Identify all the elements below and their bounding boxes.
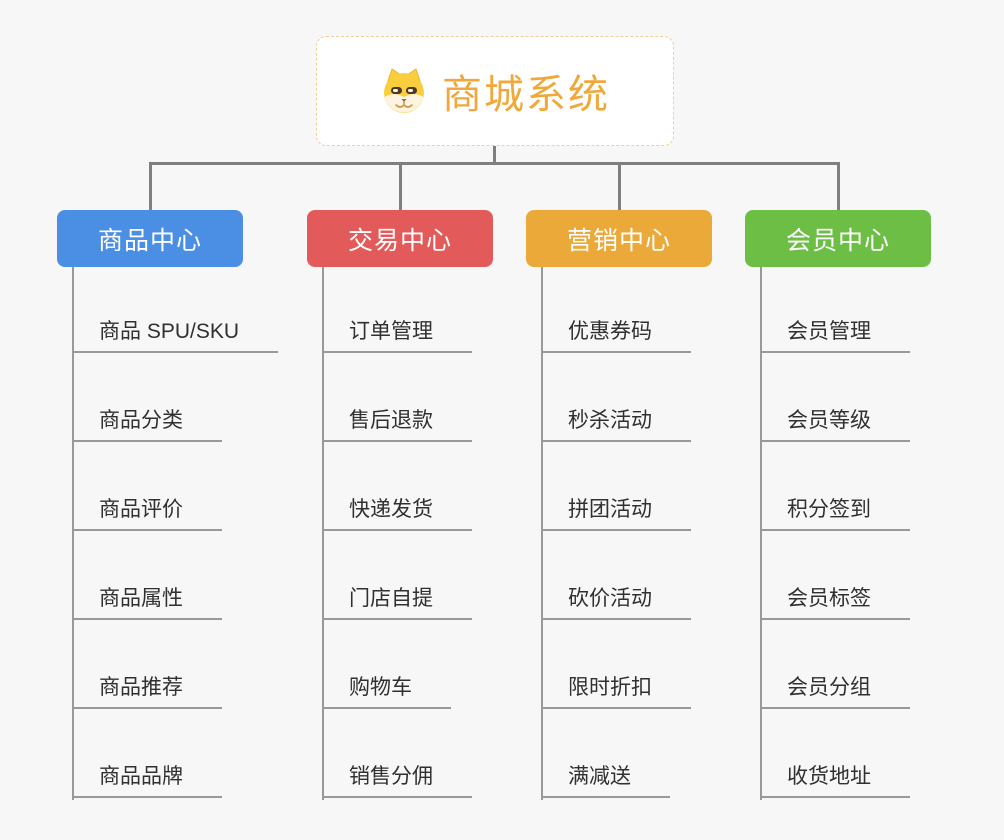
child-node[interactable]: 销售分佣 bbox=[322, 709, 472, 798]
child-node[interactable]: 收货地址 bbox=[760, 709, 910, 798]
child-node[interactable]: 售后退款 bbox=[322, 353, 472, 442]
child-node-label: 购物车 bbox=[322, 671, 451, 709]
branch: 交易中心 订单管理 售后退款 快递发货 门店自提 购物车 销售分佣 bbox=[307, 210, 567, 810]
child-node-label: 快递发货 bbox=[322, 493, 472, 531]
tree-horizontal-line bbox=[149, 162, 840, 165]
child-node-label: 优惠券码 bbox=[541, 315, 691, 353]
child-node[interactable]: 会员标签 bbox=[760, 531, 910, 620]
root-title: 商城系统 bbox=[442, 73, 610, 117]
branch-label: 商品中心 bbox=[97, 226, 202, 255]
child-node[interactable]: 积分签到 bbox=[760, 442, 910, 531]
child-node-label: 满减送 bbox=[541, 760, 670, 798]
child-node-label: 会员等级 bbox=[760, 404, 910, 442]
child-node[interactable]: 限时折扣 bbox=[541, 620, 691, 709]
tree-drop-line bbox=[837, 162, 840, 210]
child-node[interactable]: 砍价活动 bbox=[541, 531, 691, 620]
child-node-label: 商品推荐 bbox=[72, 671, 222, 709]
child-node-label: 会员标签 bbox=[760, 582, 910, 620]
child-node-label: 商品分类 bbox=[72, 404, 222, 442]
child-node[interactable]: 门店自提 bbox=[322, 531, 472, 620]
branch-children: 订单管理 售后退款 快递发货 门店自提 购物车 销售分佣 bbox=[322, 264, 472, 798]
child-node[interactable]: 秒杀活动 bbox=[541, 353, 691, 442]
child-node[interactable]: 商品品牌 bbox=[72, 709, 222, 798]
child-node[interactable]: 商品分类 bbox=[72, 353, 222, 442]
root-stem-line bbox=[493, 146, 496, 165]
child-node-label: 砍价活动 bbox=[541, 582, 691, 620]
child-node-label: 销售分佣 bbox=[322, 760, 472, 798]
branch-spine-line bbox=[72, 267, 74, 800]
child-node-label: 售后退款 bbox=[322, 404, 472, 442]
dog-face-icon bbox=[380, 67, 428, 115]
child-node[interactable]: 购物车 bbox=[322, 620, 451, 709]
branch-children: 优惠券码 秒杀活动 拼团活动 砍价活动 限时折扣 满减送 bbox=[541, 264, 691, 798]
child-node-label: 限时折扣 bbox=[541, 671, 691, 709]
child-node[interactable]: 商品属性 bbox=[72, 531, 222, 620]
branch: 商品中心 商品 SPU/SKU 商品分类 商品评价 商品属性 商品推荐 商品品牌 bbox=[57, 210, 317, 810]
child-node-label: 订单管理 bbox=[322, 315, 472, 353]
child-node-label: 会员分组 bbox=[760, 671, 910, 709]
branch-label: 交易中心 bbox=[347, 226, 452, 255]
child-node-label: 会员管理 bbox=[760, 315, 910, 353]
child-node-label: 秒杀活动 bbox=[541, 404, 691, 442]
child-node-label: 商品品牌 bbox=[72, 760, 222, 798]
child-node-label: 收货地址 bbox=[760, 760, 910, 798]
child-node[interactable]: 满减送 bbox=[541, 709, 670, 798]
branch-children: 商品 SPU/SKU 商品分类 商品评价 商品属性 商品推荐 商品品牌 bbox=[72, 264, 279, 798]
branch-header[interactable]: 会员中心 bbox=[745, 210, 931, 267]
branch-spine-line bbox=[541, 267, 543, 800]
branch-spine-line bbox=[322, 267, 324, 800]
child-node[interactable]: 订单管理 bbox=[322, 264, 472, 353]
branch-header[interactable]: 交易中心 bbox=[307, 210, 493, 267]
root-node[interactable]: 商城系统 bbox=[316, 36, 674, 146]
child-node[interactable]: 商品评价 bbox=[72, 442, 222, 531]
branch: 会员中心 会员管理 会员等级 积分签到 会员标签 会员分组 收货地址 bbox=[745, 210, 1004, 810]
child-node-label: 商品评价 bbox=[72, 493, 222, 531]
child-node-label: 门店自提 bbox=[322, 582, 472, 620]
child-node[interactable]: 会员分组 bbox=[760, 620, 910, 709]
child-node[interactable]: 商品 SPU/SKU bbox=[72, 264, 279, 353]
child-node[interactable]: 优惠券码 bbox=[541, 264, 691, 353]
tree-drop-line bbox=[149, 162, 152, 210]
child-node[interactable]: 商品推荐 bbox=[72, 620, 222, 709]
tree-drop-line bbox=[399, 162, 402, 210]
child-node[interactable]: 会员等级 bbox=[760, 353, 910, 442]
branch-header[interactable]: 商品中心 bbox=[57, 210, 243, 267]
child-node-label: 商品 SPU/SKU bbox=[72, 315, 279, 353]
branch-label: 营销中心 bbox=[566, 226, 671, 255]
child-node-label: 拼团活动 bbox=[541, 493, 691, 531]
branch-spine-line bbox=[760, 267, 762, 800]
branch-label: 会员中心 bbox=[785, 226, 890, 255]
tree-drop-line bbox=[618, 162, 621, 210]
child-node-label: 积分签到 bbox=[760, 493, 910, 531]
child-node-label: 商品属性 bbox=[72, 582, 222, 620]
child-node[interactable]: 拼团活动 bbox=[541, 442, 691, 531]
child-node[interactable]: 快递发货 bbox=[322, 442, 472, 531]
branch: 营销中心 优惠券码 秒杀活动 拼团活动 砍价活动 限时折扣 满减送 bbox=[526, 210, 786, 810]
branch-children: 会员管理 会员等级 积分签到 会员标签 会员分组 收货地址 bbox=[760, 264, 910, 798]
branch-header[interactable]: 营销中心 bbox=[526, 210, 712, 267]
child-node[interactable]: 会员管理 bbox=[760, 264, 910, 353]
